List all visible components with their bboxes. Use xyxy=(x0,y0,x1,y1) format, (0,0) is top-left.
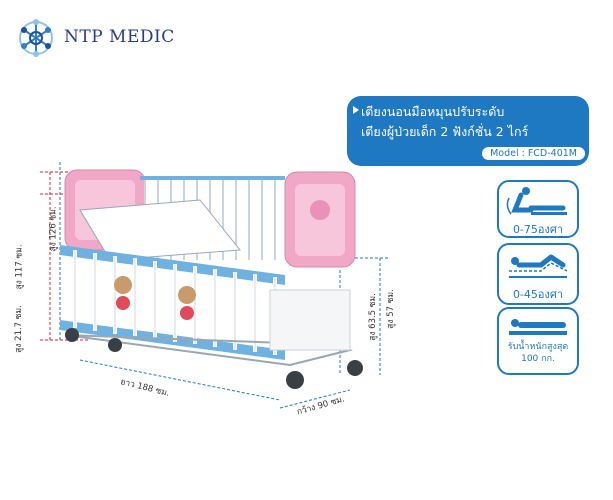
product-title: เตียงนอนมือหมุนปรับระดับ xyxy=(361,104,505,119)
feature-caption-line2: 100 กก. xyxy=(521,354,555,364)
backrest-angle-icon xyxy=(506,187,567,215)
dimension-height-mattress: สูง 57 ซม. xyxy=(385,289,396,329)
leg-rest-angle-icon xyxy=(509,254,568,278)
model-badge: Model : FCD-401M xyxy=(482,147,585,160)
feature-max-weight: รับน้ำหนักสูงสุด 100 กก. xyxy=(497,307,579,375)
ntp-medic-logo-icon xyxy=(19,19,53,57)
dimension-height-base: สูง 21.7 ซม. xyxy=(13,305,24,353)
right-headboard xyxy=(284,171,356,268)
caster-wheels xyxy=(65,328,363,389)
back-rail-top xyxy=(140,176,285,180)
product-title-card: เตียงนอนมือหมุนปรับระดับ เตียงผู้ป่วยเด็… xyxy=(347,96,589,166)
lower-frame xyxy=(269,289,351,351)
backrest-board xyxy=(79,199,241,261)
dimension-height-head: สูง 117 ซม. xyxy=(14,244,25,290)
front-side-rail xyxy=(60,245,285,360)
brand-name: NTP MEDIC xyxy=(64,27,175,47)
feature-caption: 0-45องศา xyxy=(512,288,564,301)
feature-caption: รับน้ำหนักสูงสุด 100 กก. xyxy=(499,341,577,365)
dimension-height-side: สูง 63.5 ซม. xyxy=(367,293,378,341)
feature-caption: 0-75องศา xyxy=(512,223,564,236)
product-subtitle: เตียงผู้ป่วยเด็ก 2 ฟังก์ชั่น 2 ไกร์ xyxy=(361,124,529,139)
feature-leg-rest-angle: 0-45องศา xyxy=(497,243,579,305)
feature-backrest-angle: 0-75องศา xyxy=(497,180,579,238)
dimension-height-rail: สูง 126 ซม. xyxy=(48,206,59,252)
feature-caption-line1: รับน้ำหนักสูงสุด xyxy=(507,342,569,352)
bed-illustration xyxy=(40,162,390,409)
play-arrow-icon xyxy=(353,106,359,114)
max-weight-icon xyxy=(509,319,567,335)
